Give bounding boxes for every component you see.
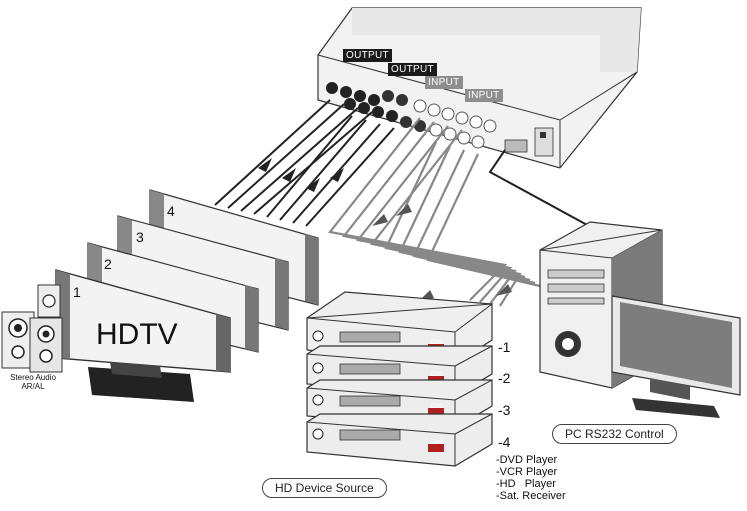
pc-monitor <box>611 295 741 418</box>
source-type-list: -DVD Player -VCR Player -HD Player -Sat.… <box>496 454 566 502</box>
output-connectors <box>326 82 426 132</box>
stereo-audio-line1: Stereo Audio <box>10 373 56 382</box>
output-label-2: OUTPUT <box>388 63 437 76</box>
device-badge-4: DVD <box>431 440 444 446</box>
display-number-4: 4 <box>167 203 175 219</box>
input-label-1: INPUT <box>425 76 463 89</box>
hdtv-label: HDTV <box>96 318 178 351</box>
matrix-switcher <box>317 7 642 169</box>
device-badge-1: DVD <box>431 340 444 346</box>
stereo-audio-line2: AR/AL <box>21 382 45 391</box>
source-number-4: -4 <box>498 434 511 450</box>
source-number-1: -1 <box>498 339 511 355</box>
stereo-audio-label: Stereo Audio AR/AL <box>2 373 64 391</box>
input-label-2: INPUT <box>465 89 503 102</box>
device-badge-2: DVD <box>431 372 444 378</box>
display-number-3: 3 <box>136 229 144 245</box>
input-arrows <box>372 204 512 302</box>
speaker-left <box>1 311 35 369</box>
source-type-sat: -Sat. Receiver <box>496 490 566 502</box>
display-number-2: 2 <box>104 256 112 272</box>
speaker-right <box>29 317 63 373</box>
output-label-1: OUTPUT <box>343 49 392 62</box>
speaker-back <box>37 284 61 318</box>
pc-rs232-caption: PC RS232 Control <box>552 424 677 444</box>
source-type-hd: -HD Player <box>496 478 556 490</box>
hd-device-source-caption: HD Device Source <box>262 478 387 498</box>
source-device-4 <box>306 413 493 467</box>
source-type-dvd: -DVD Player <box>496 454 558 466</box>
source-type-vcr: -VCR Player <box>496 466 558 478</box>
rs232-cable <box>488 149 601 233</box>
display-number-1: 1 <box>73 284 81 300</box>
source-number-2: -2 <box>498 370 511 386</box>
source-number-3: -3 <box>498 402 511 418</box>
input-connectors <box>413 99 497 149</box>
device-badge-3: DVD <box>431 404 444 410</box>
output-arrows <box>258 158 344 192</box>
